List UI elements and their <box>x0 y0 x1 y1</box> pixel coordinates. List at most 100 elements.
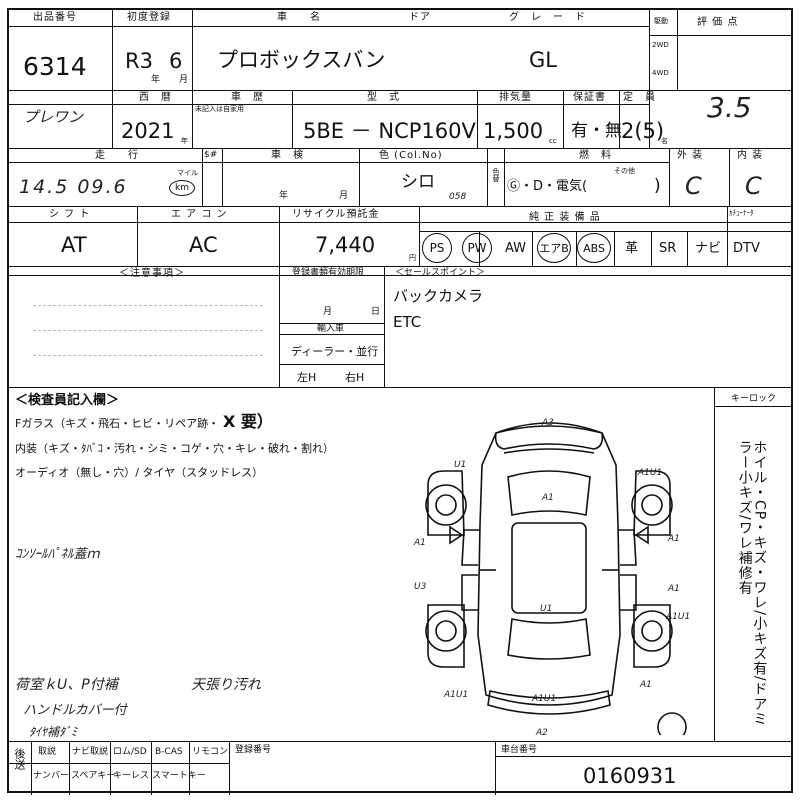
inspector-label: ＜検査員記入欄＞ <box>15 393 120 408</box>
warranty-value: 有・無 <box>571 121 622 141</box>
mark-a1u1-rear-left: A1U1 <box>443 690 468 700</box>
key-lock-label: キーロック <box>731 394 777 404</box>
equip-airbag: エアB <box>537 233 571 263</box>
car-name: プロボックスバン <box>217 48 386 72</box>
sales-point-2: ETC <box>393 313 422 331</box>
cell-rom: ロム/SD <box>113 747 147 757</box>
grade-value: GL <box>529 48 557 72</box>
fuel-label: 燃 料 <box>579 150 612 161</box>
inspector-glass-mark: X 要） <box>223 412 273 431</box>
color-value: シロ <box>401 172 435 192</box>
mark-a1u1-front-right: A1U1 <box>637 468 662 478</box>
mark-a2: A2 <box>535 728 548 735</box>
recycle-value: 7,440 <box>315 233 376 257</box>
mileage-label: 走 行 <box>95 150 139 161</box>
fuel-options: Ⓖ・D・電気( <box>507 179 588 194</box>
mark-a1-rear-right: A1 <box>639 680 652 690</box>
cell-manual: 取説 <box>38 747 57 757</box>
rear-label: 後送 <box>13 748 26 770</box>
drive-label: 駆動 <box>654 17 668 25</box>
western-unit: 年 <box>181 137 188 145</box>
year-unit: 年 <box>151 75 161 85</box>
equip-abs: ABS <box>577 233 611 263</box>
dollar-mark: $# <box>204 150 218 160</box>
sales-points-label: ＜セールスポイント＞ <box>395 268 486 278</box>
lot-number: 6314 <box>23 52 87 81</box>
cell-keyless: キーレス <box>113 771 150 781</box>
shift-value: AT <box>61 233 87 257</box>
score-value: 3.5 <box>707 91 752 124</box>
equip-aw: AW <box>505 241 527 256</box>
color-code: 058 <box>449 192 467 202</box>
aircon-value: AC <box>189 233 218 257</box>
interior-label: 内 装 <box>737 150 764 161</box>
exterior-label: 外 装 <box>677 150 704 161</box>
import-label: 輸入車 <box>317 324 345 334</box>
mark-a1-right-door: A1 <box>667 534 680 544</box>
first-reg-month: 6 <box>169 49 183 73</box>
inspection-label: 車 検 <box>271 150 304 161</box>
reg-validity-month: 月 <box>323 307 333 317</box>
mark-a1u1-right-quarter: A1U1 <box>665 612 690 622</box>
cell-remote: リモコン <box>192 747 229 757</box>
mark-u1-roof: U1 <box>540 604 552 614</box>
cell-number: ナンバー <box>33 771 70 781</box>
reg-type-label: 車 歴 <box>231 92 264 103</box>
lot-label: 出品番号 <box>33 12 77 23</box>
equip-navi: ナビ <box>695 241 722 256</box>
cell-spare-key: スペアキー <box>71 771 116 781</box>
model-code: 5BE － NCP160V <box>303 119 476 143</box>
import-right: 右H <box>345 371 365 384</box>
equip-dtv: DTV <box>733 241 760 256</box>
car-name-label: 車 名 <box>277 12 321 23</box>
interior-value: C <box>745 172 762 200</box>
mileage-value: 14.5 09.6 <box>19 176 128 198</box>
capacity-label: 定 員 <box>623 92 656 103</box>
drive-4wd: 4WD <box>652 69 669 77</box>
first-reg-label: 初度登録 <box>127 12 171 23</box>
aircon-label: エ ア コ ン <box>171 209 228 220</box>
inspection-month: 月 <box>339 191 349 201</box>
hand-note-ceiling: 天張り汚れ <box>191 677 261 693</box>
hand-note-4: ﾀｲﾔ補ﾀﾞﾐ <box>29 725 78 739</box>
notes-label: ＜注意事項＞ <box>119 268 185 279</box>
cell-bcas: B-CAS <box>155 747 183 757</box>
western-label: 西 暦 <box>139 92 172 103</box>
model-code-label: 型 式 <box>367 92 400 103</box>
recycle-unit: 円 <box>409 254 416 262</box>
displacement-value: 1,500 <box>483 119 544 143</box>
equip-ps: PS <box>422 233 452 263</box>
grade-label: グ レ ー ド <box>509 12 586 23</box>
door-label: ドア <box>409 12 431 23</box>
displacement-label: 排気量 <box>499 92 532 103</box>
month-unit: 月 <box>179 75 189 85</box>
fuel-close: ) <box>654 176 661 196</box>
inspector-interior: 内装（キズ・ﾀﾊﾞｺ・汚れ・シミ・コゲ・穴・キレ・破れ・割れ） <box>15 442 334 455</box>
western-year: 2021 <box>121 119 175 143</box>
displacement-unit: cc <box>549 137 557 145</box>
capacity-value: 2(5) <box>621 119 665 143</box>
reg-number-label: 登録番号 <box>235 745 272 755</box>
chassis-label: 車台番号 <box>501 745 538 755</box>
hand-note-2: 荷室ｋU、P付補 <box>15 677 118 693</box>
chassis-value: 0160931 <box>583 764 677 788</box>
mileage-unit-mile: マイル <box>177 169 198 177</box>
side-note: ホイル・CP・キズ・ワレ/小キズ有/ドアミラー小キズ/ワレ補修有 <box>736 440 768 727</box>
mark-u3-left: U3 <box>414 582 427 592</box>
mark-a1-hood: A1 <box>541 493 554 503</box>
cell-navi-manual: ナビ取説 <box>72 747 109 757</box>
hand-note-1: ｺﾝｿｰﾙﾊﾟﾈﾙ蓋ｍ <box>15 547 100 562</box>
hand-note-3: ハンドルカバー付 <box>23 703 127 718</box>
inspection-year: 年 <box>279 191 289 201</box>
drive-2wd: 2WD <box>652 41 669 49</box>
model-family: プレワン <box>23 108 84 126</box>
mark-a3: A3 <box>541 418 554 428</box>
import-dealer: ディーラー・並行 <box>291 345 379 358</box>
recycle-label: リサイクル預託金 <box>292 209 380 220</box>
shift-label: シ フ ト <box>49 209 91 220</box>
car-damage-diagram: A3 U1 A1U1 A1 A1 U3 A1 U1 A1 A1U1 A1U1 A… <box>413 418 690 735</box>
dtv-header: ｶﾁｭｰﾅｰﾀ <box>729 209 754 217</box>
import-left: 左H <box>297 371 317 384</box>
warranty-label: 保証書 <box>573 92 606 103</box>
mark-u1-front-left: U1 <box>454 460 466 470</box>
